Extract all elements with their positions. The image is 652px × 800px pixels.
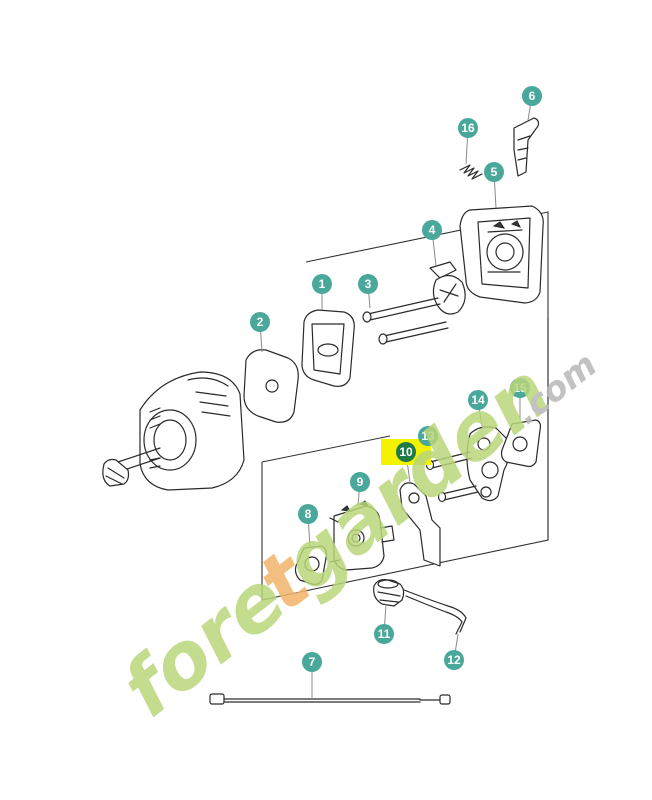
choke-lever-part (513, 117, 540, 177)
callout-9[interactable]: 9 (350, 472, 370, 492)
callout-10[interactable]: 10 (396, 442, 416, 462)
callout-label: 1 (319, 277, 326, 291)
callout-label: 16 (461, 121, 475, 135)
callout-label: 14 (471, 393, 485, 407)
callout-label: 7 (309, 655, 316, 669)
callout-16[interactable]: 16 (458, 118, 478, 138)
filter-foam-part (243, 349, 299, 423)
callout-label: 8 (305, 507, 312, 521)
carburetor-part (329, 500, 395, 571)
callout-label: 10 (399, 445, 413, 459)
callout-label: 4 (429, 223, 436, 237)
callout-6[interactable]: 6 (522, 86, 542, 106)
callout-15[interactable]: 15 (510, 378, 530, 398)
engine-cover-part (102, 371, 245, 491)
callout-8[interactable]: 8 (298, 504, 318, 524)
callout-label: 3 (365, 277, 372, 291)
intake-manifold-part (466, 426, 510, 502)
callout-label: 5 (491, 165, 498, 179)
callout-label: 6 (529, 89, 536, 103)
callout-label: 13 (421, 429, 435, 443)
callout-12[interactable]: 12 (444, 650, 464, 670)
heat-shield-part (399, 482, 441, 567)
callout-label: 9 (357, 475, 364, 489)
callout-label: 11 (378, 627, 391, 641)
callout-1[interactable]: 1 (312, 274, 332, 294)
spring-part (459, 164, 483, 180)
screws-part (362, 297, 449, 345)
callout-3[interactable]: 3 (358, 274, 378, 294)
callout-11[interactable]: 11 (374, 624, 394, 644)
choke-plate-part (429, 261, 466, 315)
primer-bulb-part (373, 579, 405, 607)
callout-4[interactable]: 4 (422, 220, 442, 240)
callout-13[interactable]: 13 (418, 426, 438, 446)
callout-label: 2 (257, 315, 264, 329)
filter-holder-part (301, 309, 355, 387)
callout-5[interactable]: 5 (484, 162, 504, 182)
assembly-frame (261, 211, 549, 601)
fuel-hose-part (403, 589, 467, 635)
callout-14[interactable]: 14 (468, 390, 488, 410)
throttle-cable-part (209, 693, 451, 705)
callout-2[interactable]: 2 (250, 312, 270, 332)
manifold-gasket-part (500, 419, 542, 468)
callout-label: 15 (513, 381, 527, 395)
callout-7[interactable]: 7 (302, 652, 322, 672)
callout-label: 12 (447, 653, 461, 667)
filter-housing-part (459, 205, 544, 304)
watermark-garden: garden (267, 347, 568, 610)
carb-gasket-part (294, 545, 328, 586)
